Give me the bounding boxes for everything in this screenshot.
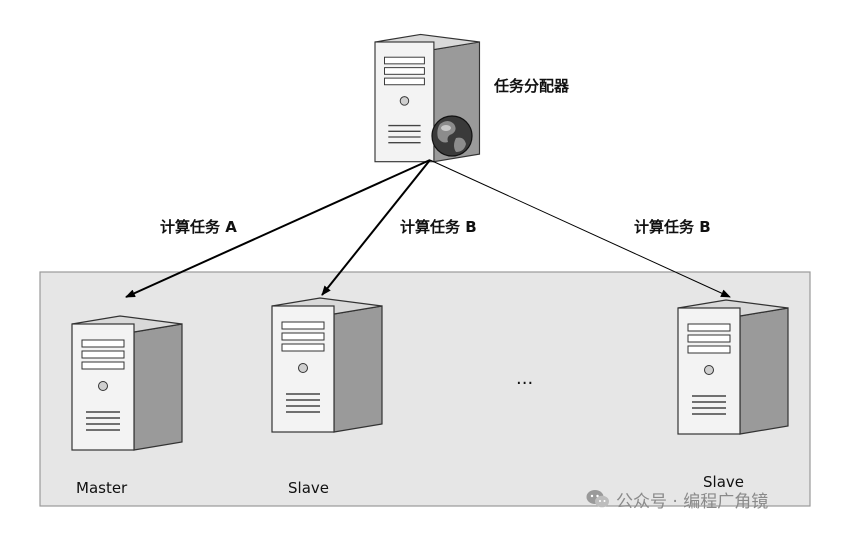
slave-server-icon: [271, 297, 383, 433]
ellipsis: ...: [516, 368, 533, 389]
edge-label-b2: 计算任务 B: [634, 218, 711, 236]
edge-label-b1: 计算任务 B: [400, 218, 477, 236]
edge-arrow-a: [125, 159, 431, 298]
wechat-icon: [586, 490, 609, 508]
slave-server-icon: [677, 299, 789, 435]
edge-arrow-b1: [321, 159, 431, 296]
edge-arrow-b2: [429, 159, 731, 298]
dispatcher-label: 任务分配器: [493, 77, 570, 95]
globe-icon: [431, 115, 473, 157]
node-label-slave-2: Slave: [703, 473, 744, 491]
edge-label-a: 计算任务 A: [160, 218, 237, 236]
watermark-text: 公众号 · 编程广角镜: [616, 491, 769, 512]
node-label-slave-1: Slave: [288, 479, 329, 497]
node-label-master: Master: [76, 479, 128, 497]
watermark: 公众号 · 编程广角镜: [586, 486, 768, 512]
master-server-icon: [71, 315, 183, 451]
